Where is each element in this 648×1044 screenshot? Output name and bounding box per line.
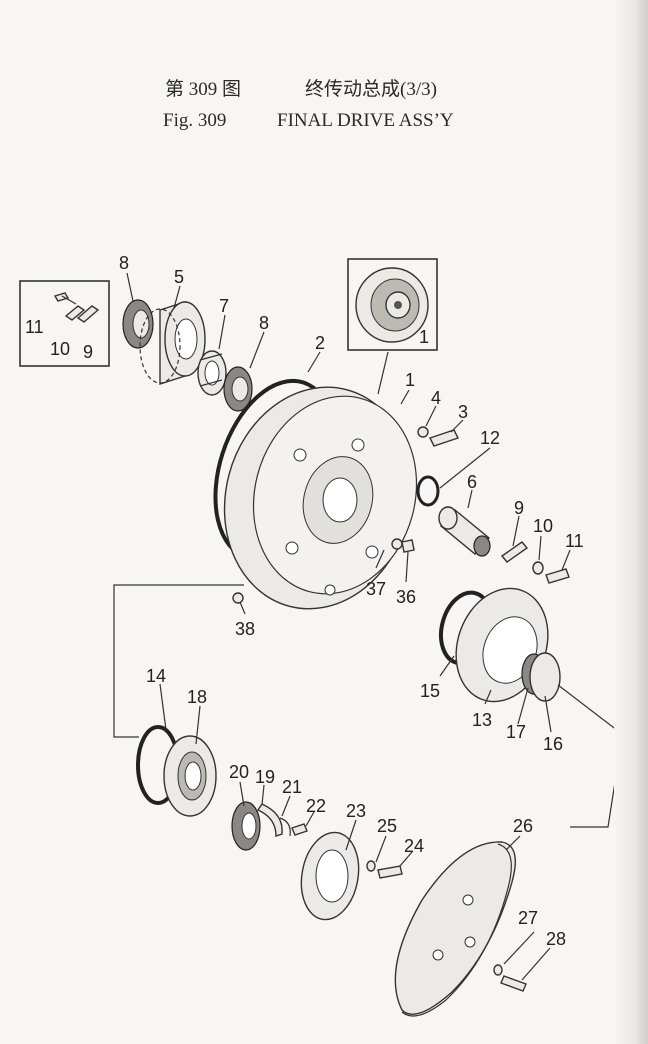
figure-name-cn: 终传动总成(3/3)	[305, 79, 437, 100]
callout-5: 5	[174, 267, 184, 287]
shaft-6	[438, 506, 491, 557]
leader-lines	[126, 272, 571, 981]
washer-4	[417, 426, 429, 438]
bolt-3	[429, 429, 459, 447]
callout-27: 27	[518, 908, 538, 928]
callout-12: 12	[480, 428, 500, 448]
retainer-19	[256, 803, 283, 837]
callout-17: 17	[506, 722, 526, 742]
page-gutter-shadow	[614, 0, 648, 1044]
stud-bolt-1	[377, 351, 389, 395]
callout-4: 4	[431, 388, 441, 408]
ring-21	[279, 817, 291, 837]
callout-10-inset: 10	[50, 339, 70, 359]
callout-11: 11	[565, 531, 584, 551]
bearing-18	[163, 735, 217, 817]
assembly-bracket	[113, 584, 614, 828]
callout-8a: 8	[119, 253, 129, 273]
plug-38	[232, 592, 244, 604]
bolt-11	[545, 568, 570, 584]
callout-20: 20	[229, 762, 249, 782]
washer-37	[391, 538, 403, 550]
callout-18: 18	[187, 687, 207, 707]
callout-26: 26	[513, 816, 533, 836]
cover-26	[394, 841, 516, 1017]
callout-11-inset: 11	[25, 317, 44, 337]
callout-28: 28	[546, 929, 566, 949]
figure-number-cn: 第 309 图	[165, 79, 242, 100]
o-ring-12	[416, 475, 440, 507]
callout-7: 7	[219, 296, 229, 316]
bolt-24	[377, 865, 403, 879]
callout-16: 16	[543, 734, 563, 754]
callout-23: 23	[346, 801, 366, 821]
callout-38: 38	[235, 619, 255, 639]
washer-10	[532, 561, 544, 575]
callout-22: 22	[306, 796, 326, 816]
callout-24: 24	[404, 836, 424, 856]
inset-box-right	[347, 258, 438, 351]
callout-9-inset: 9	[83, 342, 93, 362]
washer-27	[493, 964, 503, 976]
callout-6: 6	[467, 472, 477, 492]
callout-21: 21	[282, 777, 302, 797]
callout-15: 15	[420, 681, 440, 701]
callout-10: 10	[533, 516, 553, 536]
callout-19: 19	[255, 767, 275, 787]
callout-14: 14	[146, 666, 166, 686]
inset-box-left	[19, 280, 110, 367]
washer-25	[366, 860, 376, 872]
figure-number-en: Fig. 309	[163, 110, 227, 131]
callout-1-inset: 1	[419, 327, 429, 347]
bolt-22	[291, 823, 308, 836]
callout-8b: 8	[259, 313, 269, 333]
thrust-washer-8a	[122, 299, 154, 349]
callout-1: 1	[405, 370, 415, 390]
seal-16	[529, 652, 561, 702]
gear-5	[139, 301, 206, 385]
figure-name-en: FINAL DRIVE ASS’Y	[277, 110, 454, 131]
callout-25: 25	[377, 816, 397, 836]
needle-bearing-7	[197, 350, 227, 396]
plug-36	[401, 539, 415, 553]
callout-3: 3	[458, 402, 468, 422]
thrust-washer-8b	[223, 366, 253, 412]
coupling-20	[231, 801, 261, 851]
callout-36: 36	[396, 587, 416, 607]
exploded-parts-diagram: 8 5 7 8 2 1 1 11 10 9 4 3 12 6 9 10 11 3…	[19, 253, 614, 1017]
callout-13: 13	[472, 710, 492, 730]
callout-9: 9	[514, 498, 524, 518]
hub-assembly-1	[223, 386, 418, 610]
lock-plate-9	[500, 541, 529, 563]
cover-23	[300, 831, 360, 921]
callout-2: 2	[315, 333, 325, 353]
callout-37: 37	[366, 579, 386, 599]
callout-labels: 8 5 7 8 2 1 1 11 10 9 4 3 12 6 9 10 11 3…	[25, 253, 584, 949]
bolt-28	[500, 975, 527, 992]
